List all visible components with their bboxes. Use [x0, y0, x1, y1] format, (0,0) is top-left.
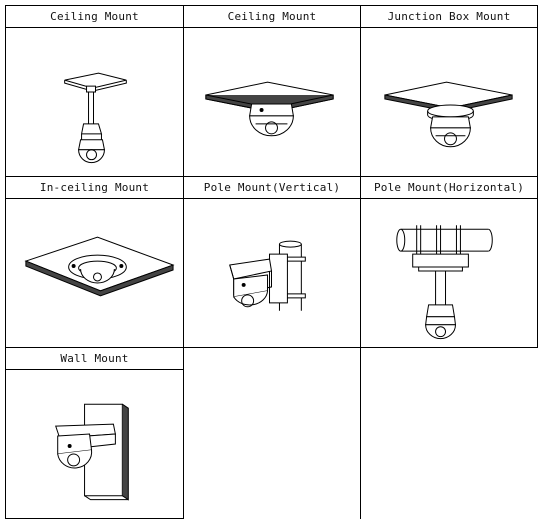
table-row: Wall Mount — [5, 347, 538, 519]
in-ceiling-mount-drawing — [6, 199, 183, 347]
mount-options-table: Ceiling Mount — [5, 5, 538, 519]
ceiling-pendant-mount-drawing — [6, 28, 183, 176]
mount-label: Wall Mount — [6, 348, 183, 370]
mount-cell-ceiling-flush: Ceiling Mount — [183, 5, 361, 177]
empty-cell — [360, 347, 538, 519]
table-row: Ceiling Mount — [5, 5, 538, 177]
mount-label: Pole Mount(Horizontal) — [361, 177, 537, 199]
mount-cell-wall: Wall Mount — [5, 347, 184, 519]
ceiling-flush-mount-drawing — [184, 28, 360, 176]
junction-box-mount-drawing — [361, 28, 537, 176]
wall-mount-drawing — [6, 370, 183, 518]
mount-cell-ceiling-pendant: Ceiling Mount — [5, 5, 184, 177]
mount-label: Pole Mount(Vertical) — [184, 177, 360, 199]
pole-mount-vertical-drawing — [184, 199, 360, 347]
mount-label: Ceiling Mount — [6, 6, 183, 28]
mount-cell-pole-horizontal: Pole Mount(Horizontal) — [360, 176, 538, 348]
mount-cell-pole-vertical: Pole Mount(Vertical) — [183, 176, 361, 348]
mount-label: Junction Box Mount — [361, 6, 537, 28]
empty-cell — [183, 347, 361, 519]
mount-label: In-ceiling Mount — [6, 177, 183, 199]
mount-label: Ceiling Mount — [184, 6, 360, 28]
mount-cell-junction-box: Junction Box Mount — [360, 5, 538, 177]
table-row: In-ceiling Mount Pole Mount(Vertical) — [5, 176, 538, 348]
pole-mount-horizontal-drawing — [361, 199, 537, 347]
mount-cell-in-ceiling: In-ceiling Mount — [5, 176, 184, 348]
